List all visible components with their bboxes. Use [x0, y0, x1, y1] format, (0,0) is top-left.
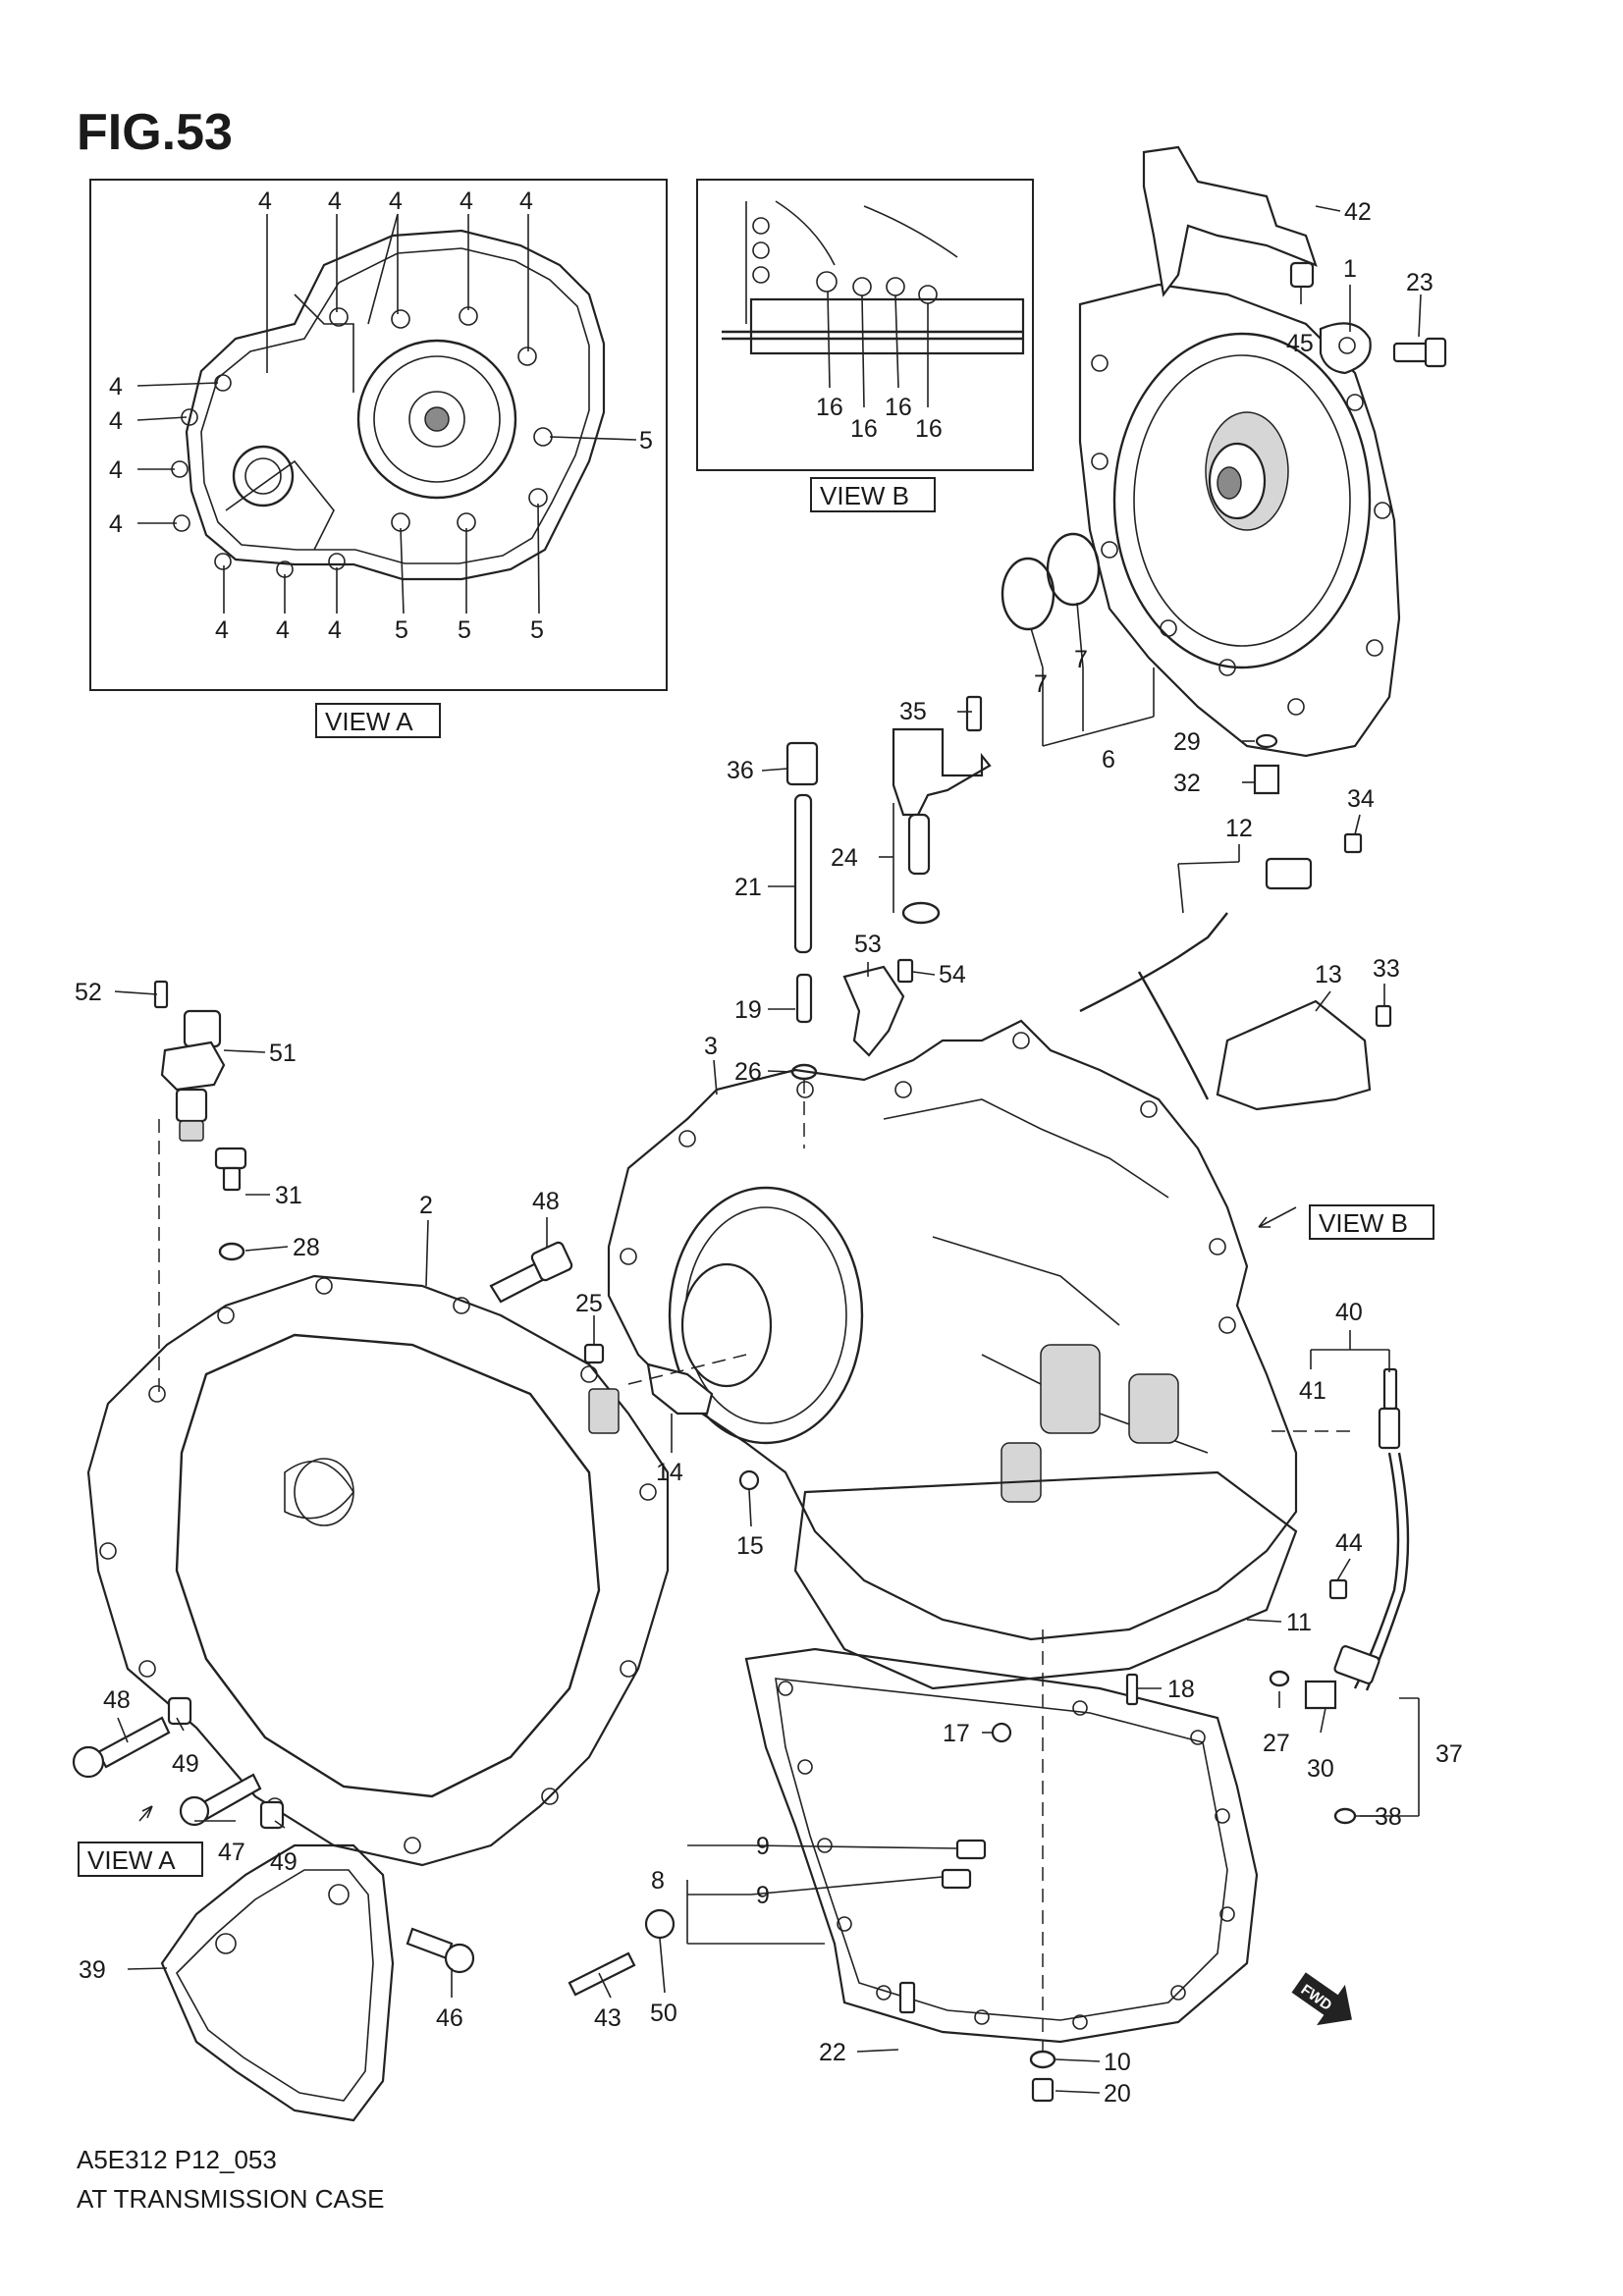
callout-19: 19	[734, 996, 762, 1024]
callout-32: 32	[1173, 770, 1201, 797]
callout-11: 11	[1286, 1609, 1312, 1636]
callout-16-b1: 16	[816, 394, 843, 421]
callout-35: 35	[899, 698, 927, 725]
callout-48-top: 48	[532, 1188, 560, 1215]
callout-28: 28	[293, 1234, 320, 1261]
callout-4-a11: 4	[276, 616, 290, 644]
callout-16-b2: 16	[850, 415, 878, 443]
callout-4-a6: 4	[109, 373, 123, 400]
view-references: VIEW B VIEW A	[78, 1204, 1434, 1877]
callout-16-b4: 16	[915, 415, 943, 443]
view-b-caption: VIEW B	[820, 481, 909, 510]
callout-6: 6	[1102, 746, 1115, 774]
callout-39: 39	[79, 1956, 106, 1984]
callout-47: 47	[218, 1839, 245, 1866]
converter-housing	[86, 1274, 670, 2122]
callout-49-lower: 49	[270, 1848, 298, 1876]
callout-22: 22	[819, 2039, 846, 2066]
callout-48-left: 48	[103, 1686, 131, 1714]
alignment-lines	[158, 1080, 1044, 2052]
callout-23: 23	[1406, 269, 1434, 296]
callout-18: 18	[1167, 1676, 1195, 1703]
callout-34: 34	[1347, 785, 1375, 813]
callout-9-upper: 9	[756, 1833, 770, 1860]
callout-53: 53	[854, 931, 882, 958]
view-b-inset: 16 16 16 16 16 VIEW B	[696, 179, 1034, 512]
callout-7-right: 7	[1074, 646, 1088, 673]
callout-5-a3: 5	[458, 616, 471, 644]
callout-5-a4: 5	[530, 616, 544, 644]
main-callouts: 42 1 23 45 7 7 6 35 36 29 32 34 24 12 21…	[75, 198, 1463, 2108]
view-b-reference: VIEW B	[1319, 1208, 1408, 1238]
callout-25: 25	[575, 1290, 603, 1317]
small-parts	[72, 695, 1410, 2103]
callout-33: 33	[1373, 955, 1400, 983]
callout-54: 54	[939, 961, 966, 988]
callout-4-a2: 4	[328, 187, 342, 215]
view-a-housing-outline	[185, 229, 606, 581]
callout-4-a9: 4	[109, 510, 123, 538]
callout-1: 1	[1343, 255, 1357, 283]
callout-4-a5: 4	[519, 187, 533, 215]
callout-5-a2: 5	[395, 616, 408, 644]
callout-4-a10: 4	[215, 616, 229, 644]
callout-4-a1: 4	[258, 187, 272, 215]
callout-21: 21	[734, 874, 762, 901]
figure-title: FIG.53	[77, 104, 233, 161]
callout-52: 52	[75, 979, 102, 1006]
callout-7-left: 7	[1034, 670, 1048, 698]
callout-37: 37	[1435, 1740, 1463, 1768]
callout-29: 29	[1173, 728, 1201, 756]
callout-2: 2	[419, 1192, 433, 1219]
callout-45: 45	[1286, 330, 1314, 357]
callout-12: 12	[1225, 815, 1253, 842]
callout-8: 8	[651, 1867, 665, 1895]
callout-31: 31	[275, 1182, 302, 1209]
callout-17: 17	[943, 1720, 970, 1747]
callout-14: 14	[656, 1459, 683, 1486]
callout-4-a7: 4	[109, 407, 123, 435]
figure-name: AT TRANSMISSION CASE	[77, 2184, 385, 2214]
callout-26: 26	[734, 1058, 762, 1086]
callout-4-a3: 4	[389, 187, 403, 215]
callout-4-a8: 4	[109, 456, 123, 484]
leader-lines	[114, 205, 1422, 2094]
callout-4-a12: 4	[328, 616, 342, 644]
view-a-caption: VIEW A	[325, 707, 413, 736]
callout-4-a4: 4	[460, 187, 473, 215]
callout-49-upper: 49	[172, 1750, 199, 1778]
callout-42: 42	[1344, 198, 1372, 226]
callout-15: 15	[736, 1532, 764, 1560]
callout-51: 51	[269, 1040, 297, 1067]
callout-46: 46	[436, 2004, 463, 2032]
callout-40: 40	[1335, 1299, 1363, 1326]
callout-24: 24	[831, 844, 858, 872]
callout-43: 43	[594, 2004, 622, 2032]
view-a-inset: 4 4 4 4 4 4 4 4 4 4 4 4 4 4 5 5 5 5 VIEW…	[89, 179, 668, 738]
view-a-reference: VIEW A	[87, 1845, 176, 1875]
callout-27: 27	[1263, 1730, 1290, 1757]
callout-16-b3: 16	[885, 394, 912, 421]
callout-13: 13	[1315, 961, 1342, 988]
callout-50: 50	[650, 2000, 677, 2027]
callout-10: 10	[1104, 2049, 1131, 2076]
fwd-arrow: FWD	[1291, 1972, 1352, 2026]
callout-5-a1: 5	[639, 427, 653, 454]
callout-3: 3	[704, 1033, 718, 1060]
figure-code: A5E312 P12_053	[77, 2145, 277, 2174]
callout-38: 38	[1375, 1803, 1402, 1831]
callout-44: 44	[1335, 1529, 1363, 1557]
callout-30: 30	[1307, 1755, 1334, 1783]
callout-41: 41	[1299, 1377, 1326, 1405]
callout-36: 36	[727, 757, 754, 784]
callout-9-lower: 9	[756, 1882, 770, 1909]
callout-20: 20	[1104, 2080, 1131, 2108]
torque-converter-housing	[1001, 145, 1447, 795]
transmission-case	[607, 1019, 1298, 2044]
